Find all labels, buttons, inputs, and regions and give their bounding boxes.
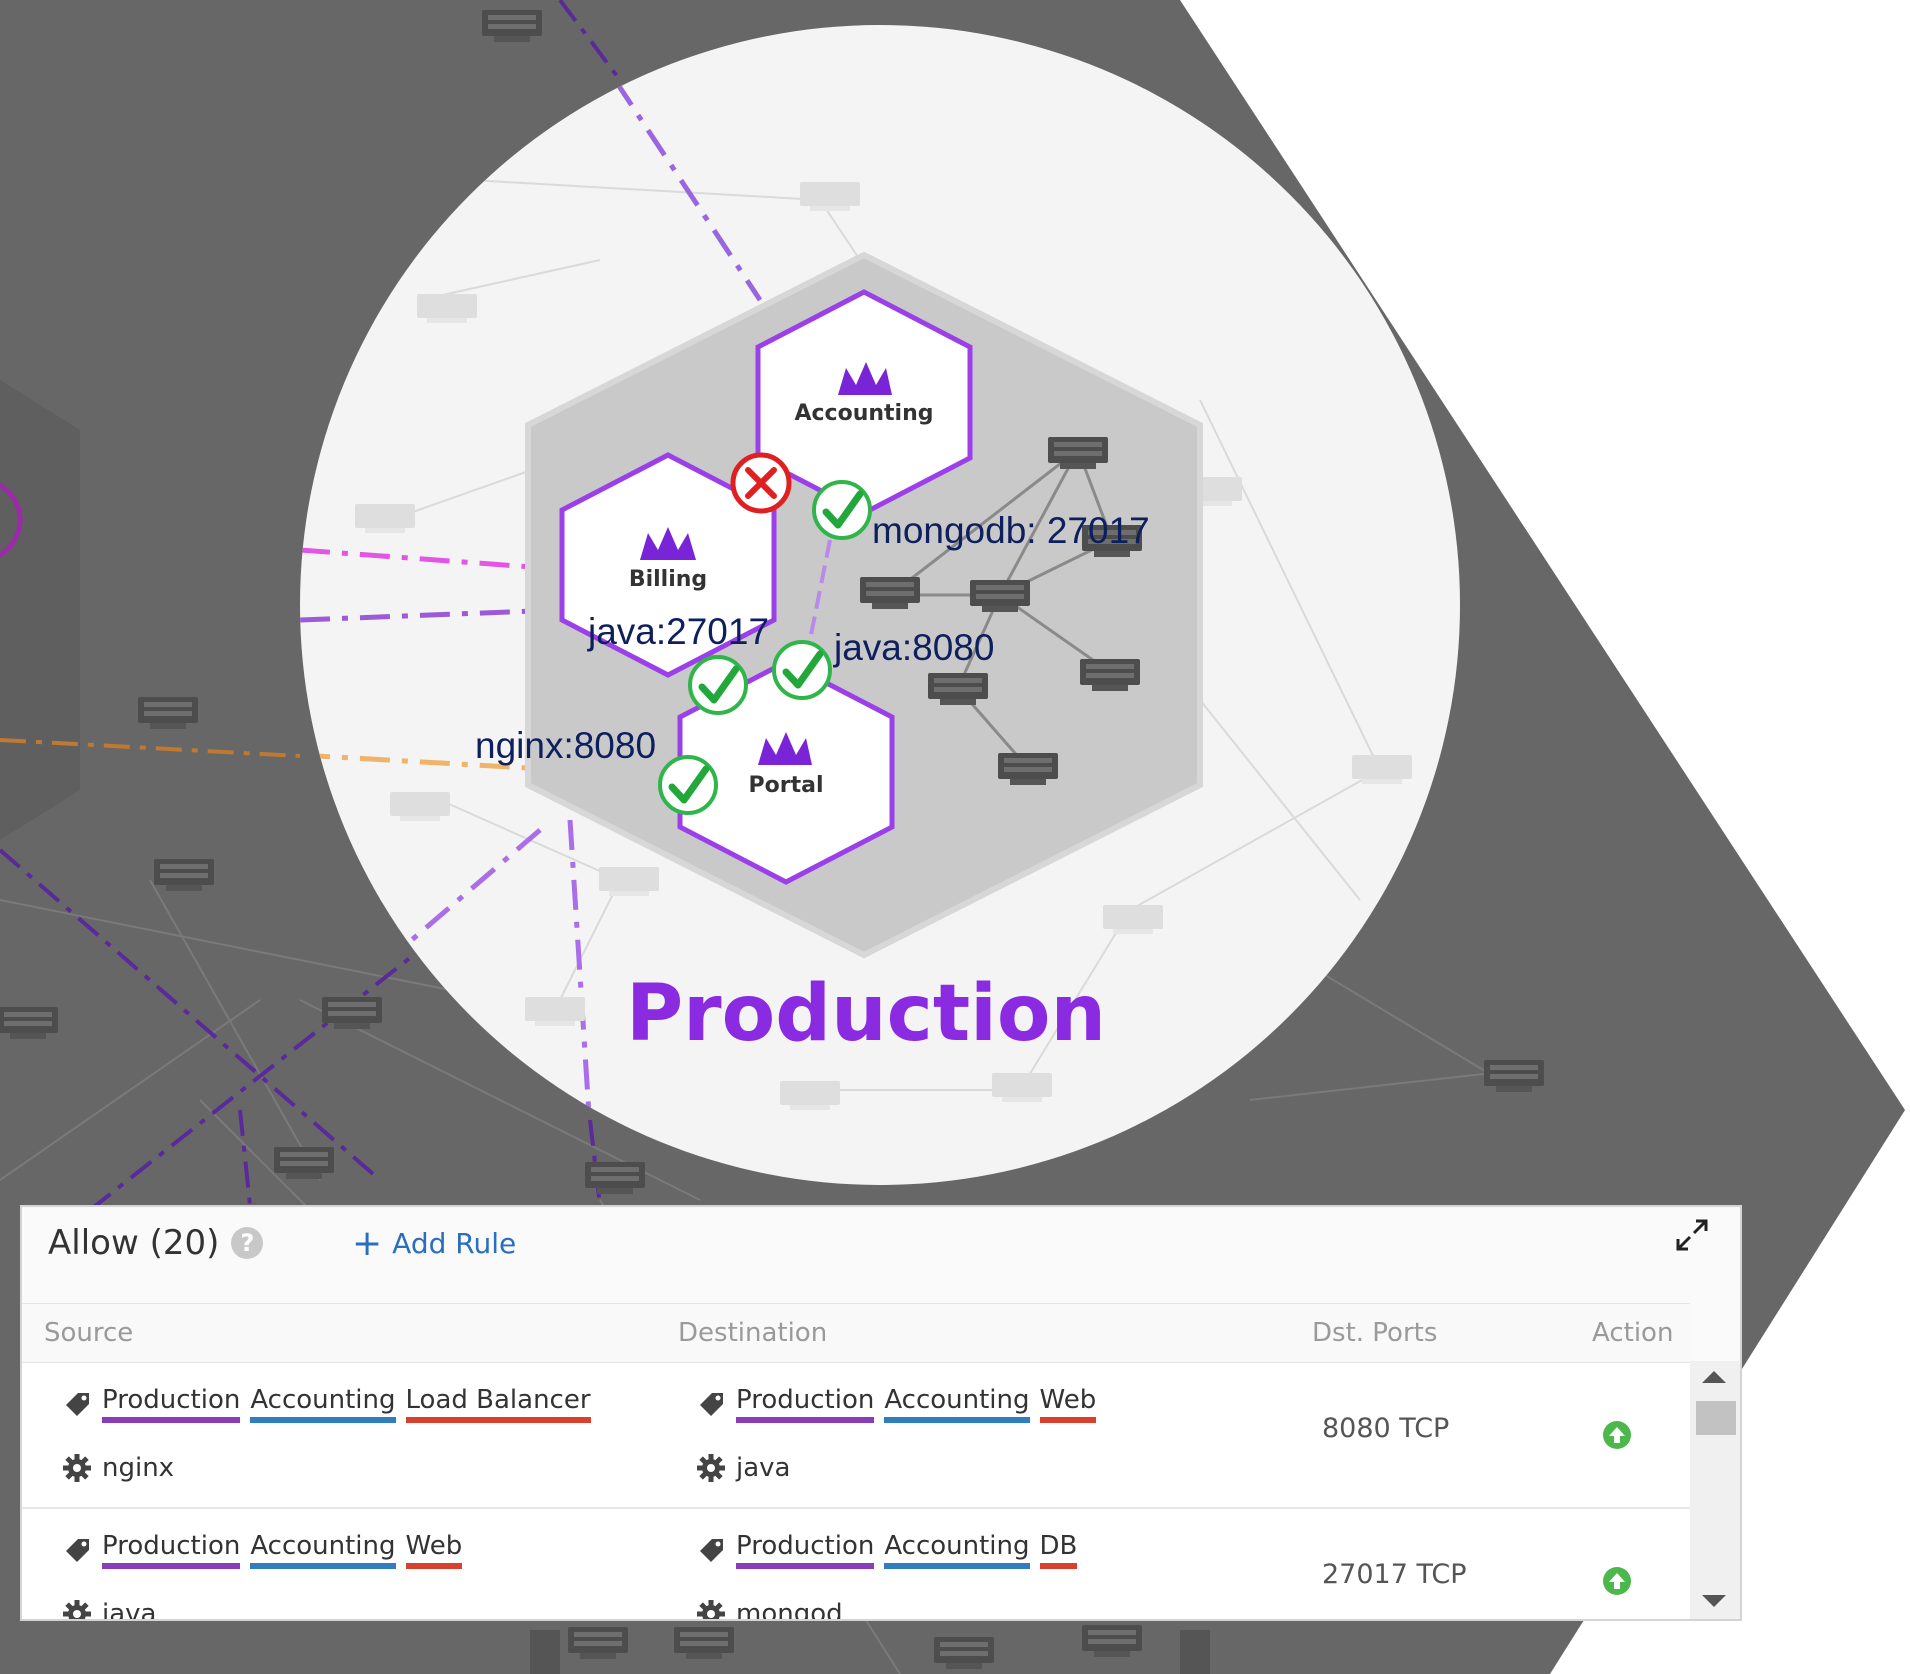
allowed-flow-icon[interactable] bbox=[772, 640, 832, 700]
scrollbar[interactable] bbox=[1690, 1361, 1740, 1619]
column-destination[interactable]: Destination bbox=[678, 1318, 828, 1348]
service-name: java bbox=[102, 1599, 157, 1621]
tag-icon bbox=[66, 1393, 89, 1416]
label-role[interactable]: DB bbox=[1039, 1531, 1078, 1569]
service-name: java bbox=[736, 1453, 791, 1483]
allowed-flow-icon[interactable] bbox=[688, 655, 748, 715]
label-environment[interactable]: Production bbox=[102, 1385, 241, 1423]
scroll-down-arrow[interactable] bbox=[1702, 1595, 1726, 1607]
group-label-billing: Billing bbox=[629, 567, 707, 592]
allow-count-label: Allow (20) bbox=[48, 1223, 220, 1263]
tag-icon bbox=[66, 1539, 89, 1562]
rules-panel: Allow (20) ? + Add Rule Source Destinati… bbox=[20, 1205, 1742, 1621]
group-label-portal: Portal bbox=[749, 773, 824, 798]
gear-icon bbox=[697, 1600, 725, 1619]
tag-icon bbox=[700, 1393, 723, 1416]
dst-ports-value: 8080 TCP bbox=[1322, 1413, 1450, 1444]
flow-label-mongodb: mongodb: 27017 bbox=[872, 510, 1150, 551]
label-role[interactable]: Web bbox=[405, 1531, 463, 1569]
panel-header: Allow (20) ? + Add Rule bbox=[22, 1207, 1740, 1301]
label-environment[interactable]: Production bbox=[736, 1531, 875, 1569]
table-header: Source Destination Dst. Ports Action bbox=[22, 1303, 1690, 1364]
column-source[interactable]: Source bbox=[44, 1318, 134, 1348]
table-row[interactable]: Production Accounting Load Balancer ngin… bbox=[22, 1363, 1690, 1509]
zone-label: Production bbox=[626, 969, 1106, 1059]
service-name: nginx bbox=[102, 1453, 175, 1483]
blocked-flow-icon[interactable] bbox=[730, 452, 792, 514]
label-application[interactable]: Accounting bbox=[884, 1385, 1030, 1423]
add-rule-button[interactable]: + Add Rule bbox=[352, 1222, 517, 1264]
group-portal[interactable]: Portal bbox=[677, 659, 895, 885]
column-dst-ports[interactable]: Dst. Ports bbox=[1312, 1318, 1438, 1348]
label-application[interactable]: Accounting bbox=[884, 1531, 1030, 1569]
group-billing[interactable]: Billing bbox=[559, 452, 777, 678]
label-role[interactable]: Web bbox=[1039, 1385, 1097, 1423]
service-name: mongod bbox=[736, 1599, 843, 1621]
plus-icon: + bbox=[352, 1222, 383, 1264]
label-environment[interactable]: Production bbox=[736, 1385, 875, 1423]
panel-title: Allow (20) ? bbox=[48, 1223, 264, 1263]
flow-label-java-27017: java:27017 bbox=[587, 611, 769, 652]
column-action[interactable]: Action bbox=[1592, 1318, 1674, 1348]
tag-icon bbox=[700, 1539, 723, 1562]
flow-label-nginx-8080: nginx:8080 bbox=[475, 725, 656, 766]
table-row[interactable]: Production Accounting Web java Productio… bbox=[22, 1509, 1690, 1621]
dst-ports-value: 27017 TCP bbox=[1322, 1559, 1467, 1590]
allow-action-icon[interactable] bbox=[1602, 1566, 1632, 1596]
label-environment[interactable]: Production bbox=[102, 1531, 241, 1569]
gear-icon bbox=[63, 1454, 91, 1482]
scroll-up-arrow[interactable] bbox=[1702, 1371, 1726, 1383]
add-rule-label: Add Rule bbox=[392, 1227, 517, 1260]
group-label-accounting: Accounting bbox=[794, 401, 933, 426]
gear-icon bbox=[697, 1454, 725, 1482]
help-icon[interactable]: ? bbox=[231, 1227, 264, 1259]
allow-action-icon[interactable] bbox=[1602, 1420, 1632, 1450]
allowed-flow-icon[interactable] bbox=[812, 480, 872, 540]
label-application[interactable]: Accounting bbox=[250, 1385, 396, 1423]
allowed-flow-icon[interactable] bbox=[658, 755, 718, 815]
label-role[interactable]: Load Balancer bbox=[405, 1385, 591, 1423]
scroll-thumb[interactable] bbox=[1696, 1401, 1736, 1435]
label-application[interactable]: Accounting bbox=[250, 1531, 396, 1569]
expand-icon[interactable] bbox=[1674, 1217, 1710, 1253]
gear-icon bbox=[63, 1600, 91, 1619]
flow-label-java-8080: java:8080 bbox=[833, 627, 994, 668]
